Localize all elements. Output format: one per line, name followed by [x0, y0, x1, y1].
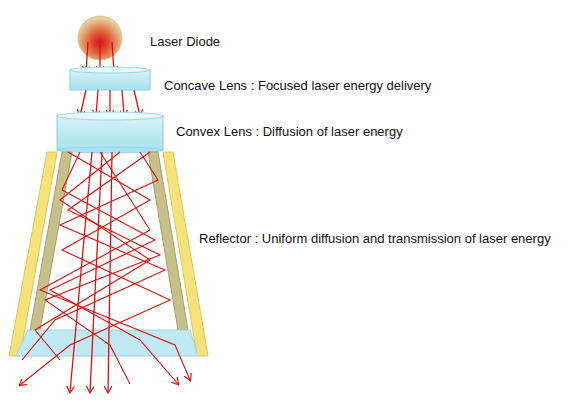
part-label: Laser Diode [150, 34, 220, 50]
part-label: Convex Lens : Diffusion of laser energy [176, 124, 403, 140]
part-label: Concave Lens : Focused laser energy deli… [164, 78, 431, 94]
convex-lens [57, 112, 163, 153]
part-label: Reflector : Uniform diffusion and transm… [199, 231, 551, 247]
concave-lens [70, 67, 150, 90]
